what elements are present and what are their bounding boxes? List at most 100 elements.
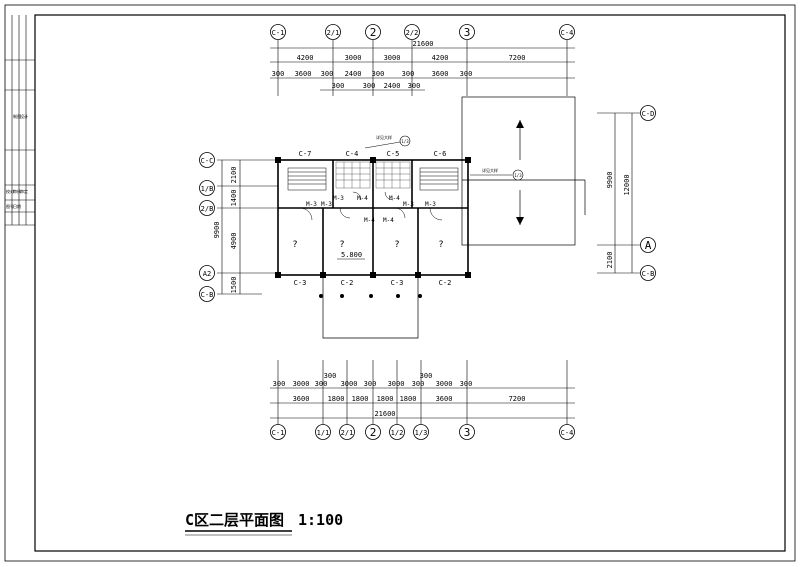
dim-bottom-row2: 3600 [293, 395, 310, 403]
bottom-axis-bubble: 2 [365, 424, 381, 440]
staircase-left [287, 167, 327, 191]
arrow-marks [516, 120, 524, 225]
dim-bottom-row1: 300 [412, 380, 425, 388]
top-axis-bubble: 3 [459, 24, 475, 40]
top-axis-label: 2/1 [327, 29, 340, 37]
dim-top-row2: 300 [321, 70, 334, 78]
top-axis-bubble: 2/2 [404, 24, 420, 40]
dim-top-row2b: 300 [363, 82, 376, 90]
window-label: C-3 [391, 279, 404, 287]
right-axis-bubbles: C-D A C-B [640, 105, 656, 281]
dim-top-row2b: 300 [408, 82, 421, 90]
bottom-dimension-text: 300 300 300 3000 300 3000 300 3000 300 3… [273, 372, 526, 418]
right-axis-lines [597, 112, 640, 274]
callout-left: 详见大样 1/3 [364, 134, 411, 149]
dim-right: 9900 [606, 172, 614, 189]
dim-bottom-row2: 3600 [436, 395, 453, 403]
right-axis-label: C-D [642, 110, 655, 118]
left-axis-label: 1/B [201, 185, 214, 193]
door-label: M-3 [321, 201, 332, 208]
room-labels: ? ? ? ? [292, 240, 443, 250]
dim-right-total: 12000 [623, 174, 631, 195]
door-label: M-3 [425, 201, 436, 208]
dim-top-total: 21600 [412, 40, 433, 48]
room-label: ? [438, 240, 443, 250]
left-axis-label: 2/B [201, 205, 214, 213]
left-dimension-text: 2100 1400 4900 1500 9900 [213, 167, 238, 294]
door-label: M-4 [364, 217, 375, 224]
dim-top-row2b: 300 [332, 82, 345, 90]
dim-left: 1500 [230, 277, 238, 294]
top-axis-label: C-4 [561, 29, 574, 37]
dim-left-total: 9900 [213, 222, 221, 239]
dim-bottom-total: 21600 [374, 410, 395, 418]
door-label: M-4 [389, 195, 400, 202]
window-label: C-2 [439, 279, 452, 287]
bottom-axis-label: 1/2 [391, 429, 404, 437]
left-axis-label: C-C [201, 157, 214, 165]
right-axis-label: A [645, 239, 652, 252]
sheet-outer-border [4, 4, 796, 562]
dim-bottom-row1b: 300 [324, 372, 337, 380]
left-axis-bubble: A2 [199, 265, 215, 281]
callout-right-text: 详见大样 [482, 167, 498, 173]
bottom-axis-bubble: 2/1 [339, 424, 355, 440]
dim-left: 4900 [230, 233, 238, 250]
room-label: ? [339, 240, 344, 250]
door-label: M-4 [383, 217, 394, 224]
top-axis-label: C-1 [272, 29, 285, 37]
title-block-labels: 设计 制图 校对 审核 审定 图号 日期 [6, 113, 28, 209]
top-axis-bubble: C-1 [270, 24, 286, 40]
window-label: C-4 [346, 150, 359, 158]
dim-top-row2: 300 [372, 70, 385, 78]
bottom-axis-label: 2/1 [341, 429, 354, 437]
dim-bottom-row2: 1800 [377, 395, 394, 403]
dim-bottom-row1: 300 [315, 380, 328, 388]
right-axis-bubble: A [640, 237, 656, 253]
window-label: C-5 [387, 150, 400, 158]
left-axis-label: A2 [203, 270, 211, 278]
bottom-axis-bubble: 1/1 [315, 424, 331, 440]
dim-bottom-row1: 3000 [341, 380, 358, 388]
balcony-dots [319, 294, 422, 298]
door-label: M-3 [333, 195, 344, 202]
door-label: M-4 [357, 195, 368, 202]
dim-bottom-row1: 300 [364, 380, 377, 388]
drawing-title-text: C区二层平面图 [185, 511, 284, 529]
bottom-axis-label: 2 [370, 426, 377, 439]
window-labels-bottom: C-3 C-2 C-3 C-2 [294, 279, 452, 287]
left-axis-bubble: C-C [199, 152, 215, 168]
right-axis-bubble: C-B [640, 265, 656, 281]
tb-cell-4: 审核 [13, 188, 21, 194]
balcony-outline [322, 278, 419, 339]
bottom-axis-bubble: 3 [459, 424, 475, 440]
door-swings [299, 191, 443, 221]
bathroom-tiles [335, 161, 411, 189]
dim-bottom-row1: 3000 [388, 380, 405, 388]
door-labels: M-3 M-3 M-3 M-3 M-3 M-4 M-4 M-4 M-4 [306, 195, 436, 224]
left-axis-bubbles: C-C 1/B 2/B A2 C-B [199, 152, 215, 302]
top-axis-bubble: C-4 [559, 24, 575, 40]
bottom-axis-bubble: C-1 [270, 424, 286, 440]
bottom-axis-label: 3 [464, 426, 471, 439]
bottom-axis-bubbles: C-1 1/1 2/1 2 1/2 1/3 3 C-4 [270, 424, 575, 440]
dim-top-row1: 3000 [384, 54, 401, 62]
dim-left: 1400 [230, 190, 238, 207]
door-label: M-3 [403, 201, 414, 208]
dim-bottom-row2: 7200 [509, 395, 526, 403]
staircase-right [419, 167, 459, 191]
top-dimension-text: 21600 4200 3000 3000 4200 7200 300 3600 … [272, 40, 526, 90]
dim-top-row2: 300 [272, 70, 285, 78]
dim-top-row1: 3000 [345, 54, 362, 62]
window-label: C-3 [294, 279, 307, 287]
tb-cell-6: 图号 [6, 203, 14, 209]
dim-left: 2100 [230, 167, 238, 184]
room-label: ? [394, 240, 399, 250]
tb-cell-5: 审定 [20, 188, 28, 194]
right-dimension-text: 9900 2100 12000 [606, 172, 631, 269]
top-axis-bubbles: C-1 2/1 2 2/2 3 C-4 [270, 24, 575, 40]
dim-top-row2: 300 [402, 70, 415, 78]
sheet-inner-border [34, 14, 786, 552]
left-axis-label: C-B [201, 291, 214, 299]
